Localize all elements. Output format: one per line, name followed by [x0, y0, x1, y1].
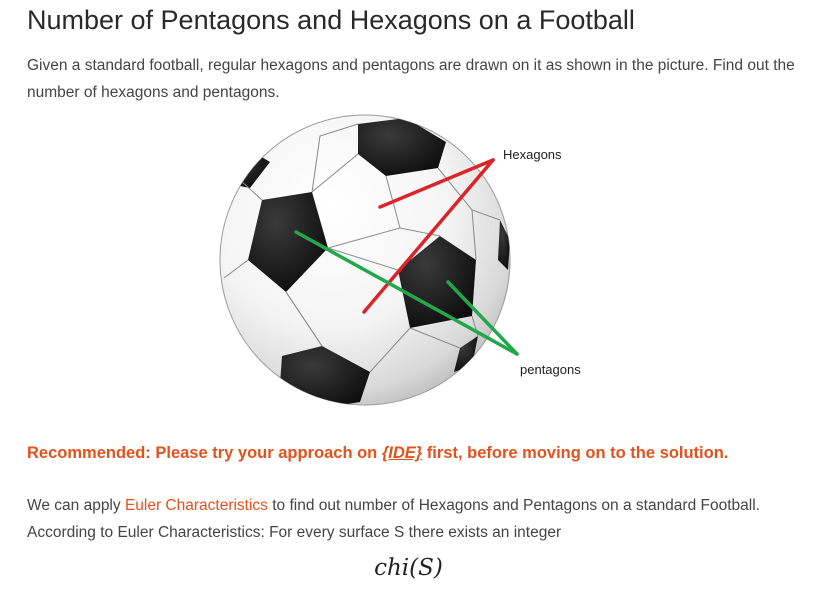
- pentagon-patch: [358, 118, 446, 176]
- ide-link[interactable]: {IDE}: [381, 444, 423, 462]
- recommended-prefix: Recommended: Please try your approach on: [27, 444, 382, 462]
- body-paragraph: We can apply Euler Characteristics to fi…: [27, 492, 807, 546]
- formula-chi-s: chi(S): [374, 555, 443, 581]
- pentagon-pointer: [294, 230, 519, 356]
- football-figure: Hexagons pentagons: [210, 110, 610, 415]
- body-line1-after: to find out number of Hexagons and Penta…: [267, 497, 760, 514]
- hexagon-pointer: [362, 158, 495, 314]
- intro-paragraph: Given a standard football, regular hexag…: [27, 57, 795, 101]
- euler-characteristics-link[interactable]: Euler Characteristics: [124, 497, 268, 514]
- recommended-suffix: first, before moving on to the solution.: [422, 444, 729, 462]
- body-line1-before: We can apply: [27, 497, 125, 514]
- body-line2: According to Euler Characteristics: For …: [27, 524, 562, 541]
- pentagon-patch: [248, 192, 328, 292]
- pentagon-patch: [398, 236, 476, 328]
- football-illustration: Hexagons pentagons: [219, 114, 581, 406]
- recommended-note: Recommended: Please try your approach on…: [27, 440, 728, 466]
- pentagon-patch: [498, 220, 510, 270]
- page-title: Number of Pentagons and Hexagons on a Fo…: [27, 5, 635, 35]
- pentagons-label: pentagons: [520, 362, 581, 377]
- hexagons-label: Hexagons: [503, 147, 562, 162]
